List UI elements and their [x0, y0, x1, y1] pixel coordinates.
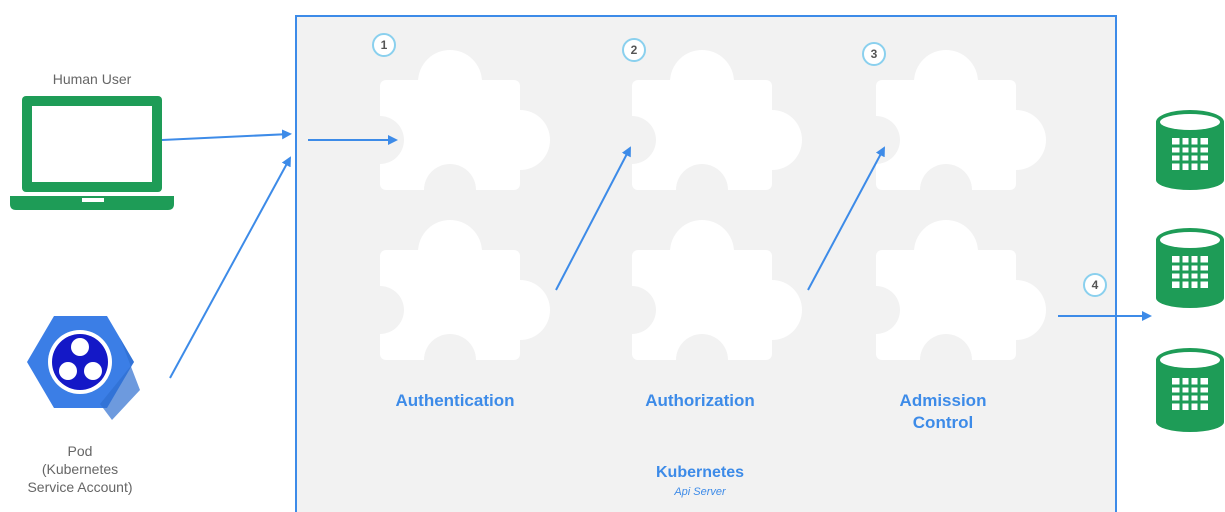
- step-1-number: 1: [372, 33, 396, 57]
- pod-label-line2: (Kubernetes: [41, 461, 119, 477]
- database-icon-1: [1156, 110, 1224, 190]
- step-4-number: 4: [1083, 273, 1107, 297]
- step-2-number: 2: [622, 38, 646, 62]
- database-icon-3: [1156, 348, 1224, 432]
- pod-label-line3: Service Account): [27, 479, 133, 495]
- arrow-authz-to-admission: [807, 146, 885, 291]
- pod-label-line1: Pod: [67, 443, 93, 459]
- admission-control-label: Admission Control: [858, 390, 1028, 434]
- server-subtitle: Api Server: [674, 486, 726, 498]
- arrow-pod-to-server: [169, 156, 291, 379]
- arrow-auth-to-authz: [555, 146, 631, 291]
- server-title: Kubernetes: [655, 464, 745, 481]
- step-3-number: 3: [862, 42, 886, 66]
- human-user-label: Human User: [52, 71, 132, 87]
- arrow-user-to-server: [161, 129, 292, 141]
- authentication-label: Authentication: [395, 391, 515, 410]
- laptop-icon: [10, 96, 174, 210]
- pod-icon: [27, 316, 140, 420]
- authorization-label: Authorization: [645, 391, 755, 410]
- admission-label-line1: Admission: [899, 391, 987, 410]
- pod-label: Pod (Kubernetes Service Account): [10, 442, 150, 496]
- admission-label-line2: Control: [912, 413, 974, 432]
- database-icon-2: [1156, 228, 1224, 308]
